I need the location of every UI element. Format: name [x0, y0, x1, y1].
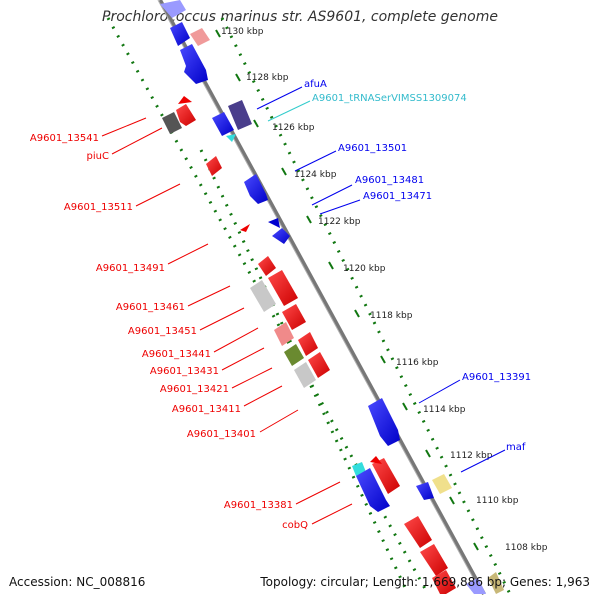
reverse-gene-arrow: [178, 96, 192, 104]
forward-gene-arrow: [466, 578, 486, 594]
gene-label: A9601_13391: [462, 372, 531, 383]
tick-label: 1108 kbp: [505, 543, 548, 553]
forward-gene-arrow: [170, 22, 190, 46]
reverse-gene-arrow: [250, 280, 276, 312]
gene-label: piuC: [87, 151, 109, 162]
reverse-gene-arrow: [240, 224, 250, 232]
forward-gene-arrow: [190, 28, 210, 46]
forward-gene-arrow: [160, 0, 186, 18]
inner-track-left-border: [199, 149, 410, 595]
gene-label: afuA: [304, 79, 327, 90]
gene-label: cobQ: [282, 520, 308, 531]
topology-text: Topology: circular; Length: 1,669,886 bp…: [260, 575, 590, 589]
gene-label: A9601_13421: [160, 384, 229, 395]
tick-labels: 1130 kbp 1128 kbp 1126 kbp 1124 kbp 1122…: [221, 27, 548, 553]
gene-label: A9601_13541: [30, 133, 99, 144]
map-title: Prochlorococcus marinus str. AS9601, com…: [102, 9, 498, 25]
forward-gene-arrow: [244, 174, 268, 204]
reverse-gene-arrow: [282, 304, 306, 330]
gene-label: A9601_13491: [96, 263, 165, 274]
forward-gene-arrow: [356, 468, 390, 512]
reverse-gene-arrow: [162, 112, 182, 134]
forward-strand-features: [160, 0, 504, 594]
gene-label: A9601_13431: [150, 366, 219, 377]
gene-label: A9601_13381: [224, 500, 293, 511]
forward-gene-arrow: [416, 482, 434, 500]
inner-track-right-border: [220, 17, 512, 595]
gene-label: A9601_13411: [172, 404, 241, 415]
gene-label: maf: [506, 442, 526, 453]
forward-labels: afuA A9601_tRNASerVIMSS1309074 A9601_135…: [304, 79, 531, 453]
reverse-strand-features: [162, 96, 456, 594]
reverse-gene-arrow: [432, 570, 456, 594]
forward-gene-arrow: [180, 44, 208, 84]
tick-label: 1118 kbp: [370, 311, 413, 321]
trna-feature: [226, 134, 236, 142]
forward-gene-arrow: [268, 218, 280, 228]
reverse-gene-arrow: [294, 362, 316, 388]
forward-gene-arrow: [212, 112, 234, 136]
reverse-gene-arrow: [258, 256, 276, 276]
accession-text: Accession: NC_008816: [9, 575, 146, 589]
reverse-gene-arrow: [308, 352, 330, 378]
gene-label: A9601_13481: [355, 175, 424, 186]
tick-label: 1130 kbp: [221, 27, 264, 37]
reverse-gene-arrow: [206, 156, 222, 176]
gene-label: A9601_13501: [338, 143, 407, 154]
tick-label: 1110 kbp: [476, 496, 519, 506]
reverse-label-leaders: [101, 117, 353, 525]
reverse-gene-arrow: [298, 332, 318, 356]
tick-label: 1114 kbp: [423, 405, 466, 415]
reverse-gene-arrow: [370, 456, 382, 464]
gene-label: A9601_13471: [363, 191, 432, 202]
forward-gene-arrow: [228, 100, 252, 130]
tick-label: 1112 kbp: [450, 451, 493, 461]
forward-gene-arrow: [432, 474, 452, 494]
tick-label: 1116 kbp: [396, 358, 439, 368]
reverse-gene-arrow: [268, 270, 298, 306]
gene-label: A9601_13451: [128, 326, 197, 337]
tick-label: 1126 kbp: [272, 123, 315, 133]
tick-label: 1120 kbp: [343, 264, 386, 274]
reverse-labels: A9601_13541 piuC A9601_13511 A9601_13491…: [30, 133, 308, 531]
trna-label-leader: [267, 100, 311, 122]
reverse-gene-arrow: [284, 344, 304, 366]
tick-label: 1124 kbp: [294, 170, 337, 180]
reverse-gene-arrow: [176, 104, 196, 126]
reverse-gene-arrow: [372, 458, 400, 494]
tick-marks: [215, 29, 479, 551]
gene-label: A9601_13511: [64, 202, 133, 213]
forward-gene-arrow: [488, 572, 504, 594]
gene-label: A9601_13441: [142, 349, 211, 360]
forward-gene-arrow: [272, 228, 290, 244]
gene-label: A9601_tRNASerVIMSS1309074: [312, 93, 467, 104]
forward-label-leaders: [256, 86, 506, 473]
forward-gene-arrow: [368, 398, 400, 446]
gene-label: A9601_13401: [187, 429, 256, 440]
reverse-gene-arrow: [404, 516, 432, 548]
tick-label: 1122 kbp: [318, 217, 361, 227]
reverse-gene-arrow: [274, 322, 294, 346]
gene-label: A9601_13461: [116, 302, 185, 313]
reverse-gene-arrow: [420, 544, 448, 576]
tick-label: 1128 kbp: [246, 73, 289, 83]
